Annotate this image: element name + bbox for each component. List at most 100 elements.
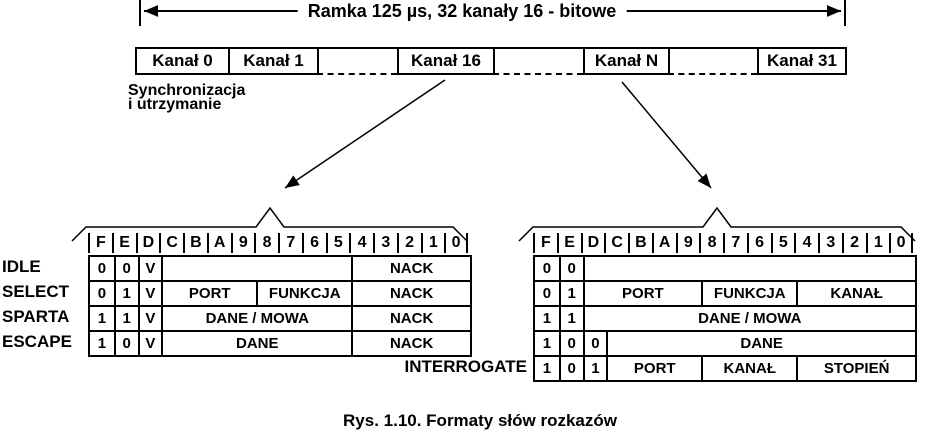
frame-duration-label: Ramka 125 µs, 32 kanały 16 - bitowe bbox=[297, 1, 627, 22]
field-cell: V bbox=[137, 332, 162, 355]
bit-header-cell: 7 bbox=[723, 233, 747, 253]
field-cell: DANE bbox=[161, 332, 351, 355]
bit-header-cell: B bbox=[183, 233, 207, 253]
bit-header-cell: 4 bbox=[349, 233, 373, 253]
bit-header-cell: 4 bbox=[794, 233, 818, 253]
sync-label: Synchronizacja i utrzymanie bbox=[128, 82, 246, 113]
bit-header-cell: 5 bbox=[770, 233, 795, 253]
field-cell: V bbox=[137, 257, 162, 280]
right-table-brace bbox=[518, 206, 916, 242]
row-label-idle: IDLE bbox=[2, 257, 41, 276]
bit-header-cell: C bbox=[604, 233, 628, 253]
field-cell: KANAŁ bbox=[796, 282, 915, 305]
channel16-pointer-arrow bbox=[284, 79, 446, 189]
field-cell: 0 bbox=[542, 285, 552, 302]
figure-caption: Rys. 1.10. Formaty słów rozkazów bbox=[343, 411, 617, 430]
field-cell: 1 bbox=[558, 307, 583, 330]
field-cell: NACK bbox=[351, 332, 470, 355]
field-cell: DANE / MOWA bbox=[161, 307, 351, 330]
bit-header-cell: 7 bbox=[278, 233, 302, 253]
bit-header-cell: B bbox=[628, 233, 652, 253]
field-cell: 1 bbox=[542, 335, 552, 352]
bit-header-cell: A bbox=[206, 233, 231, 253]
row-label-escape: ESCAPE bbox=[2, 332, 72, 351]
field-cell: NACK bbox=[351, 282, 470, 305]
row-label-select: SELECT bbox=[2, 282, 70, 301]
field-cell: 1 bbox=[582, 357, 607, 380]
bit-header-cell: 3 bbox=[818, 233, 842, 253]
bit-header-cell: 1 bbox=[865, 233, 890, 253]
bit-header-cell: F bbox=[533, 233, 557, 253]
field-cell: 1 bbox=[542, 310, 552, 327]
sync-label-line2: i utrzymanie bbox=[128, 96, 222, 113]
field-cell: PORT bbox=[582, 282, 702, 305]
field-cell: 1 bbox=[113, 282, 138, 305]
field-cell: 1 bbox=[97, 335, 107, 352]
bit-header-cell: C bbox=[159, 233, 183, 253]
field-cell: FUNKCJA bbox=[701, 282, 796, 305]
channel-gap-cell bbox=[317, 49, 397, 75]
field-cell: DANE / MOWA bbox=[582, 307, 916, 330]
channel-cell: Kanał N bbox=[583, 49, 668, 75]
bit-header-cell: 6 bbox=[746, 233, 771, 253]
field-cell: STOPIEŃ bbox=[796, 357, 915, 380]
row-label-interrogate: INTERROGATE bbox=[404, 357, 527, 376]
bit-header-cell: D bbox=[135, 233, 160, 253]
channel-n-pointer-arrow bbox=[621, 81, 712, 189]
channel-cell: Kanał 16 bbox=[397, 49, 493, 75]
channel-cell: Kanał 0 bbox=[135, 49, 228, 75]
field-cell: 0 bbox=[558, 332, 583, 355]
field-cell: 0 bbox=[558, 257, 583, 280]
sync-label-line1: Synchronizacja bbox=[128, 82, 246, 99]
field-cell: DANE bbox=[606, 332, 915, 355]
bit-header-cell: F bbox=[88, 233, 112, 253]
field-cell: 0 bbox=[542, 260, 552, 277]
field-cell: 1 bbox=[542, 360, 552, 377]
field-cell: PORT bbox=[606, 357, 701, 380]
bit-header-cell: A bbox=[651, 233, 676, 253]
field-cell: 1 bbox=[558, 282, 583, 305]
field-cell: PORT bbox=[161, 282, 256, 305]
channel-gap-cell bbox=[493, 49, 583, 75]
bit-header-cell: 9 bbox=[230, 233, 255, 253]
field-cell: V bbox=[137, 307, 162, 330]
left-table-brace bbox=[71, 206, 468, 242]
field-cell: 0 bbox=[113, 332, 138, 355]
bit-header-cell: E bbox=[556, 233, 581, 253]
channel-cell: Kanał 1 bbox=[228, 49, 317, 75]
field-cell: 0 bbox=[113, 257, 138, 280]
bit-header-cell: 8 bbox=[699, 233, 723, 253]
bit-header-cell: 6 bbox=[301, 233, 326, 253]
field-cell: 0 bbox=[97, 285, 107, 302]
channel-cell: Kanał 31 bbox=[757, 49, 847, 75]
channel-gap-cell bbox=[668, 49, 757, 75]
bit-header-cell: 0 bbox=[444, 233, 468, 253]
row-label-sparta: SPARTA bbox=[2, 307, 70, 326]
bit-header-cell: 0 bbox=[889, 233, 913, 253]
field-cell: NACK bbox=[351, 257, 470, 280]
bit-header-cell: 3 bbox=[373, 233, 397, 253]
field-cell: 0 bbox=[558, 357, 583, 380]
empty-field-cell bbox=[582, 257, 916, 280]
bit-header-cell: 5 bbox=[325, 233, 350, 253]
bit-header-cell: 9 bbox=[675, 233, 700, 253]
field-cell: 1 bbox=[113, 307, 138, 330]
empty-field-cell bbox=[161, 257, 351, 280]
field-cell: 0 bbox=[582, 332, 607, 355]
field-cell: 1 bbox=[97, 310, 107, 327]
bit-header-cell: 2 bbox=[396, 233, 421, 253]
